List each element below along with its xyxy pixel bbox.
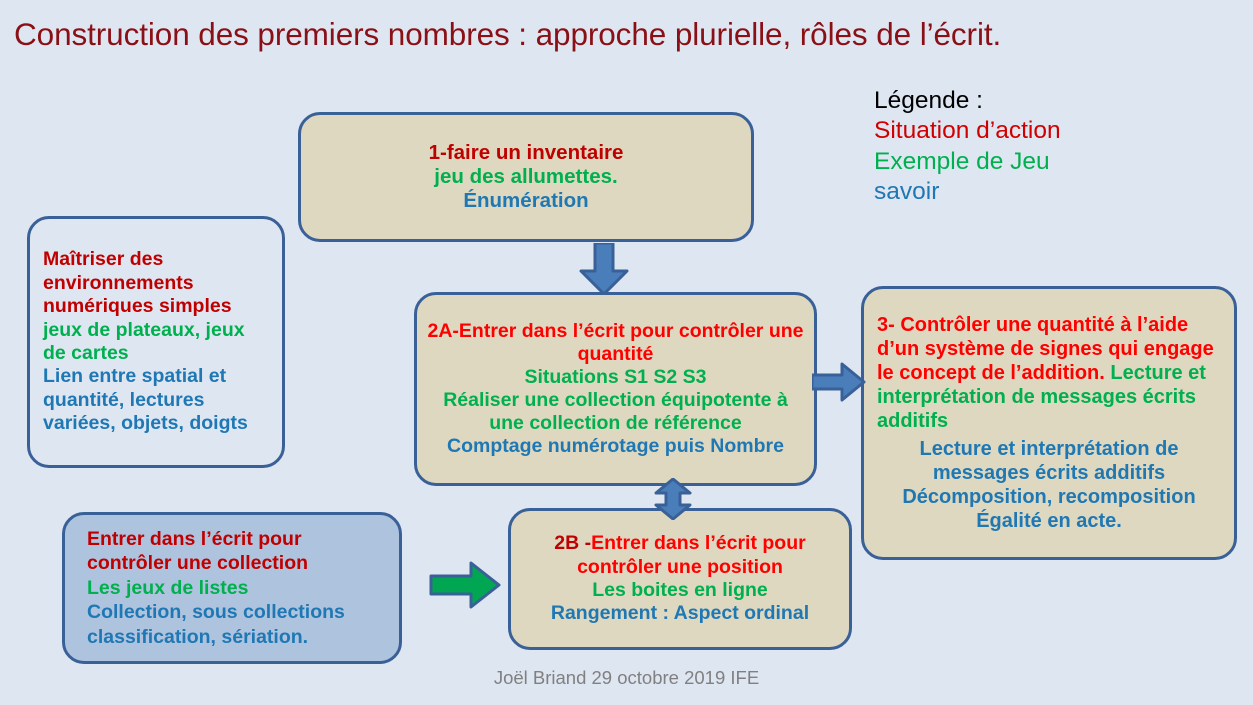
box-1-line-knowledge: Énumération (463, 188, 589, 212)
box-entrer-dans-ecrit-collection[interactable]: Entrer dans l’écrit pour contrôler une c… (62, 512, 402, 664)
box-left-line-knowledge: Lien entre spatial et quantité, lectures… (43, 365, 248, 435)
box-2b-line-game: Les boites en ligne (592, 579, 768, 601)
box-3-line-action: 3- Contrôler une quantité à l’aide d’un … (877, 314, 1214, 384)
box-bl-line-game: Les jeux de listes (87, 576, 249, 599)
box-2a-line-knowledge: Comptage numérotage puis Nombre (447, 435, 784, 457)
box-2b-entrer-dans-ecrit-position[interactable]: 2B -Entrer dans l’écrit pour contrôler u… (508, 508, 852, 650)
box-1-faire-un-inventaire[interactable]: 1-faire un inventaire jeu des allumettes… (298, 112, 754, 242)
box-3-paragraph-top: 3- Contrôler une quantité à l’aide d’un … (877, 313, 1221, 433)
box-3-knowledge-block: Lecture et interprétation de messages éc… (877, 437, 1221, 533)
page-title: Construction des premiers nombres : appr… (14, 16, 1002, 52)
box-left-line-action: Maîtriser des environnements numériques … (43, 248, 232, 318)
box-3-line-knowledge-2: Décomposition, recomposition (902, 486, 1196, 508)
box-2b-label-prefix: 2B - (554, 532, 592, 555)
box-2a-entrer-dans-ecrit-quantite[interactable]: 2A-Entrer dans l’écrit pour contrôler un… (414, 292, 817, 486)
box-1-line-action: 1-faire un inventaire (428, 141, 624, 165)
box-2a-line-situations: Situations S1 S2 S3 (524, 366, 707, 388)
legend-item-situation-action: Situation d’action (874, 117, 1061, 145)
box-3-line-knowledge-1: Lecture et interprétation de messages éc… (919, 438, 1179, 484)
box-2a-line-game: Réaliser une collection équipotente à un… (443, 389, 788, 434)
legend-item-savoir: savoir (874, 178, 940, 206)
box-bl-line-action: Entrer dans l’écrit pour contrôler une c… (87, 527, 309, 575)
arrow-right-icon-green-bottomleft-to-box2b (429, 561, 501, 609)
legend-heading: Légende : (874, 87, 983, 114)
arrow-right-icon-box2a-to-box3 (812, 362, 866, 402)
box-1-line-game: jeu des allumettes. (434, 165, 618, 189)
box-2b-line-knowledge: Rangement : Aspect ordinal (550, 602, 810, 625)
arrow-down-icon-box1-to-box2a (579, 243, 629, 295)
box-maitriser-environnements-numeriques[interactable]: Maîtriser des environnements numériques … (27, 216, 285, 468)
box-3-line-knowledge-3: Égalité en acte. (976, 510, 1122, 532)
box-2b-action-text: Entrer dans l’écrit pour contrôler une p… (577, 532, 806, 578)
box-2a-line-action: 2A-Entrer dans l’écrit pour contrôler un… (427, 320, 804, 365)
box-3-controler-quantite-systeme-signes[interactable]: 3- Contrôler une quantité à l’aide d’un … (861, 286, 1237, 560)
box-bl-line-knowledge: Collection, sous collections classificat… (87, 601, 345, 648)
box-3-line-game: Lecture et interprétation de messages éc… (877, 362, 1206, 432)
legend: Légende : Situation d’action Exemple de … (874, 86, 1234, 208)
box-left-line-game: jeux de plateaux, jeux de cartes (43, 318, 245, 364)
box-2b-line-action: 2B -Entrer dans l’écrit pour contrôler u… (521, 532, 839, 579)
footer-credit: Joël Briand 29 octobre 2019 IFE (493, 667, 760, 688)
legend-item-exemple-de-jeu: Exemple de Jeu (874, 147, 1050, 175)
arrow-up-down-icon-box2a-to-box2b (654, 478, 692, 520)
